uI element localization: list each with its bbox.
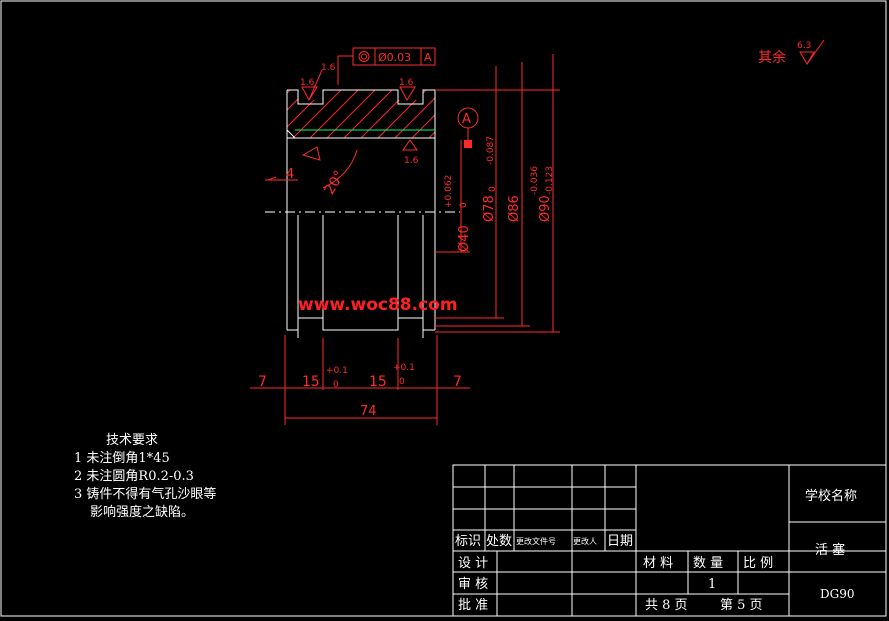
- tech-req-item: 3 铸件不得有气孔沙眼等: [74, 486, 216, 502]
- svg-text:-0.087: -0.087: [486, 136, 496, 165]
- svg-text:-0.123: -0.123: [545, 166, 555, 195]
- roughness-mark-icon: [402, 139, 418, 151]
- svg-text:比 例: 比 例: [743, 556, 773, 571]
- tech-req-item: 影响强度之缺陷。: [90, 504, 194, 520]
- roughness-label: 其余: [758, 49, 786, 66]
- roughness-mark-icon: [301, 69, 323, 102]
- hatch-line: [307, 90, 364, 138]
- svg-text:15: 15: [369, 374, 387, 390]
- svg-text:A: A: [462, 112, 471, 127]
- svg-text:Ø78: Ø78: [482, 195, 497, 222]
- tolerance-datum: A: [424, 51, 432, 64]
- svg-text:活 塞: 活 塞: [815, 542, 845, 558]
- hatch-line: [409, 90, 435, 138]
- tech-req-item: 2 未注圆角R0.2-0.3: [74, 469, 194, 484]
- svg-text:1.6: 1.6: [300, 78, 315, 88]
- svg-text:74: 74: [360, 404, 377, 419]
- svg-text:+0.1: +0.1: [326, 366, 348, 376]
- svg-text:审 核: 审 核: [458, 577, 488, 592]
- title-block: 标识 处数 更改文件号 更改人 日期 设 计 审 核 批 准 材 料 数 量 比…: [452, 464, 887, 617]
- svg-text:日期: 日期: [607, 534, 633, 549]
- svg-text:7: 7: [453, 374, 462, 390]
- tech-req-item: 1 未注倒角1*45: [74, 451, 170, 466]
- hatch-line: [287, 90, 313, 138]
- watermark: www.woc88.com: [298, 295, 458, 315]
- hatch-line: [341, 90, 398, 138]
- svg-text:处数: 处数: [486, 534, 512, 549]
- svg-text:数 量: 数 量: [693, 556, 723, 571]
- hatch-line: [290, 90, 347, 138]
- svg-text:1.6: 1.6: [404, 156, 419, 166]
- svg-text:更改人: 更改人: [573, 536, 597, 546]
- roughness-value: 6.3: [797, 41, 811, 51]
- hatch-line: [444, 85, 499, 140]
- roughness-mark-icon: [301, 146, 321, 161]
- svg-text:0: 0: [488, 186, 498, 192]
- hatch-line: [392, 90, 435, 138]
- svg-text:Ø90: Ø90: [538, 195, 553, 222]
- svg-text:7: 7: [258, 374, 267, 390]
- svg-text:-0.036: -0.036: [530, 166, 540, 195]
- svg-text:0: 0: [333, 380, 339, 390]
- technical-requirements: 技术要求 1 未注倒角1*45 2 未注圆角R0.2-0.3 3 铸件不得有气孔…: [74, 433, 216, 520]
- tolerance-frame: Ø0.03 A: [337, 47, 436, 85]
- svg-text:材 料: 材 料: [643, 556, 673, 571]
- svg-text:共 8 页: 共 8 页: [645, 598, 688, 613]
- svg-text:设 计: 设 计: [458, 556, 488, 571]
- svg-text:4: 4: [286, 167, 294, 182]
- datum-marker: A: [457, 107, 479, 148]
- svg-text:1.6: 1.6: [321, 63, 336, 73]
- svg-text:15: 15: [302, 374, 320, 390]
- width-dimensions: 7 15 +0.1 0 15 +0.1 0 7 74: [250, 335, 470, 425]
- svg-text:1.6: 1.6: [399, 78, 414, 88]
- svg-text:1: 1: [708, 577, 716, 592]
- roughness-symbol-icon: [799, 39, 825, 65]
- svg-text:DG90: DG90: [820, 587, 854, 601]
- svg-text:Ø40: Ø40: [457, 225, 472, 252]
- svg-text:更改文件号: 更改文件号: [516, 536, 556, 546]
- tech-req-title: 技术要求: [106, 433, 158, 448]
- hatch-line: [287, 90, 330, 138]
- diameter-dimensions: Ø40 +0.062 0 Ø78 0 -0.087 Ø86 Ø90 -0.036…: [435, 54, 560, 333]
- svg-text:+0.1: +0.1: [393, 363, 415, 373]
- svg-text:20°: 20°: [322, 168, 348, 198]
- svg-text:+0.062: +0.062: [444, 175, 454, 208]
- svg-text:标识: 标识: [455, 534, 481, 549]
- svg-text:Ø86: Ø86: [507, 195, 522, 222]
- roughness-mark-icon: [399, 86, 416, 102]
- tolerance-value: Ø0.03: [378, 51, 411, 64]
- piston-section: [265, 85, 533, 338]
- svg-text:0: 0: [399, 377, 405, 387]
- roughness-marks: 1.6 1.6 1.6 1.6: [300, 63, 419, 166]
- svg-text:0: 0: [459, 202, 469, 208]
- concentricity-icon: [358, 51, 370, 62]
- svg-text:批 准: 批 准: [458, 598, 488, 613]
- svg-text:第 5 页: 第 5 页: [720, 598, 763, 613]
- hatch-line: [324, 90, 381, 138]
- svg-text:学校名称: 学校名称: [805, 488, 857, 504]
- hatch-line: [358, 90, 415, 138]
- hatch-line: [478, 85, 533, 140]
